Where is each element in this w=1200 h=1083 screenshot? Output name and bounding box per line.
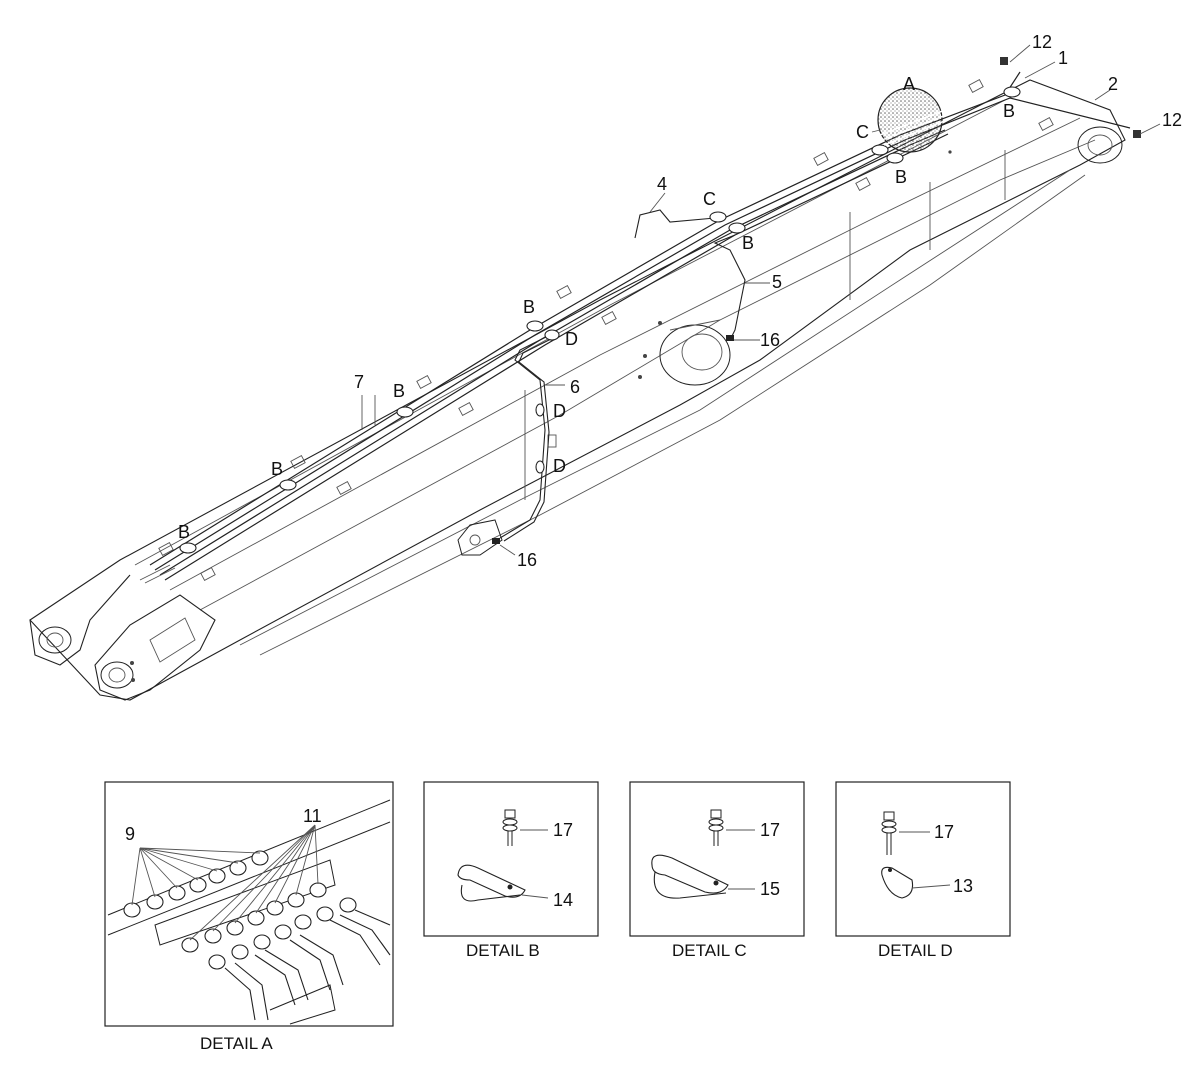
callout-d-lower: D [553,456,566,476]
detail-c-panel: 17 15 DETAIL C [629,781,805,960]
detail-c-callout-15: 15 [760,879,780,899]
callout-c-mid: C [703,189,716,209]
callout-b-lower: B [393,381,405,401]
callout-b-mid: B [742,233,754,253]
callout-b-top: B [1003,101,1015,121]
detail-b-callout-17: 17 [553,820,573,840]
callout-1: 1 [1058,48,1068,68]
callout-5: 5 [772,272,782,292]
detail-d-callout-13: 13 [953,876,973,896]
hydraulic-pipe-set [139,57,1141,584]
boom-assembly [29,79,1126,701]
callout-16-upper: 16 [760,330,780,350]
callout-6: 6 [570,377,580,397]
detail-d-panel: 17 13 DETAIL D [835,781,1011,960]
callout-d-mid: D [553,401,566,421]
callout-16-lower: 16 [517,550,537,570]
callout-b-foot: B [178,522,190,542]
callout-a: A [903,74,915,94]
callout-12-top: 12 [1032,32,1052,52]
detail-a-callout-11: 11 [303,806,322,826]
callout-4: 4 [657,174,667,194]
callout-b-centre: B [523,297,535,317]
callout-2: 2 [1108,74,1118,94]
detail-b-caption: DETAIL B [466,941,540,960]
detail-c-callout-17: 17 [760,820,780,840]
detail-a-panel: 9 11 DETAIL A [104,781,394,1053]
main-callouts: 12 1 2 12 A C B B 4 C B 5 16 B D 6 7 B D… [178,32,1182,570]
detail-a-callout-9: 9 [125,824,135,844]
detail-b-callout-14: 14 [553,890,573,910]
callout-b-upper: B [895,167,907,187]
callout-leaders [361,44,1161,556]
callout-12-right: 12 [1162,110,1182,130]
callout-d-upper: D [565,329,578,349]
detail-d-callout-17: 17 [934,822,954,842]
callout-c-top: C [856,122,869,142]
callout-7: 7 [354,372,364,392]
detail-c-caption: DETAIL C [672,941,747,960]
detail-b-panel: 17 14 DETAIL B [423,781,599,960]
callout-b-foot-upper: B [271,459,283,479]
detail-a-caption: DETAIL A [200,1034,273,1053]
detail-a-marker [877,87,948,153]
detail-d-caption: DETAIL D [878,941,953,960]
